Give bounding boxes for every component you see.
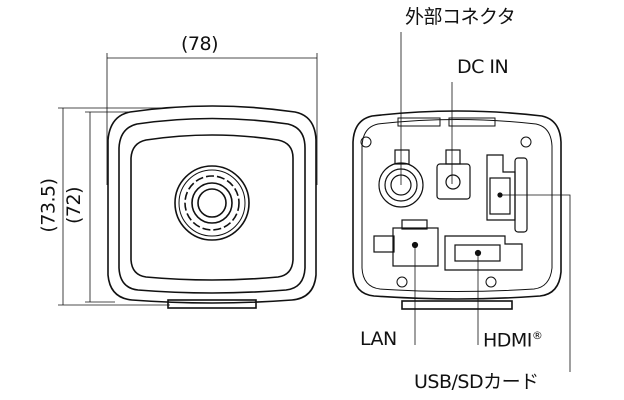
registered-mark: ® [531, 329, 543, 342]
external-connector-label: 外部コネクタ [405, 6, 516, 28]
dc-in-port [436, 149, 471, 200]
lan-label: LAN [360, 328, 397, 350]
outer-height-dimension-label: (73.5) [37, 178, 60, 233]
camera-front-view [107, 105, 317, 309]
usb-sd-label: USB/SDカード [414, 371, 539, 393]
hdmi-label: HDMI® [483, 329, 543, 352]
usb-sd-slot [486, 154, 528, 233]
inner-height-dimension-label: (72) [63, 186, 86, 225]
dc-in-label: DC IN [457, 56, 509, 78]
hdmi-text: HDMI [483, 329, 532, 352]
hdmi-port [444, 235, 523, 271]
leader-lines [400, 32, 571, 372]
camera-rear-view [352, 110, 562, 310]
dimension-lines [58, 53, 318, 306]
lens-icon [174, 165, 250, 241]
screw-icons [360, 136, 532, 288]
lan-port [373, 219, 439, 267]
width-dimension-label: (78) [181, 33, 219, 55]
